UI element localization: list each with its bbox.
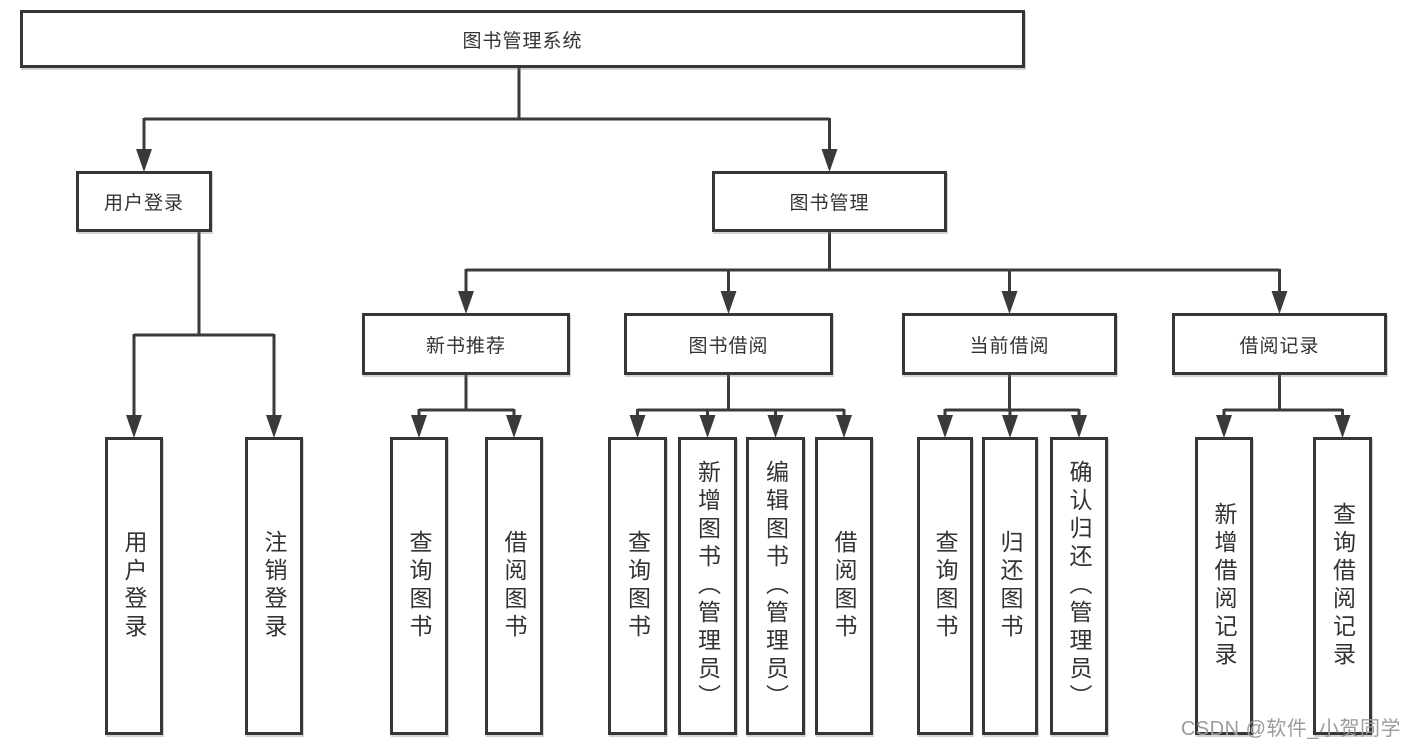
node-label-root: 图书管理系统	[462, 30, 583, 52]
node-leaf-query-borrow-record: 查询借阅记录	[1313, 437, 1372, 735]
node-borrow-records: 借阅记录	[1172, 313, 1387, 375]
node-leaf-edit-books: 编辑图书（管理员）	[746, 437, 805, 735]
node-label-leaf-confirm-return: 确认归还（管理员）	[1066, 460, 1092, 712]
node-leaf-query-books-2: 查询图书	[608, 437, 667, 735]
node-label-leaf-user-login: 用户登录	[121, 530, 147, 642]
node-label-borrow-records: 借阅记录	[1239, 335, 1320, 357]
node-label-leaf-query-books-1: 查询图书	[406, 530, 432, 642]
node-leaf-borrow-books-1: 借阅图书	[485, 437, 543, 735]
node-label-current-borrow: 当前借阅	[969, 335, 1050, 357]
node-label-leaf-return-books: 归还图书	[997, 530, 1023, 642]
node-label-leaf-borrow-books-2: 借阅图书	[831, 530, 857, 642]
node-label-leaf-borrow-books-1: 借阅图书	[501, 530, 527, 642]
node-leaf-return-books: 归还图书	[982, 437, 1038, 735]
node-leaf-query-books-1: 查询图书	[390, 437, 448, 735]
node-leaf-add-borrow-record: 新增借阅记录	[1195, 437, 1253, 735]
node-leaf-user-login: 用户登录	[105, 437, 163, 735]
node-label-leaf-add-borrow-record: 新增借阅记录	[1211, 502, 1237, 670]
node-leaf-confirm-return: 确认归还（管理员）	[1050, 437, 1108, 735]
node-label-user-login: 用户登录	[103, 193, 184, 214]
node-label-book-borrow: 图书借阅	[688, 335, 769, 357]
node-label-leaf-add-books: 新增图书（管理员）	[694, 460, 721, 712]
node-label-leaf-query-borrow-record: 查询借阅记录	[1329, 502, 1356, 670]
watermark: CSDN @软件_小贺同学	[1180, 718, 1401, 740]
node-current-borrow: 当前借阅	[902, 313, 1117, 375]
node-leaf-query-books-3: 查询图书	[917, 437, 973, 735]
node-book-mgmt: 图书管理	[712, 171, 947, 232]
node-leaf-add-books: 新增图书（管理员）	[678, 437, 737, 735]
node-label-leaf-edit-books: 编辑图书（管理员）	[762, 460, 789, 712]
node-book-borrow: 图书借阅	[624, 313, 833, 375]
node-new-book-rec: 新书推荐	[362, 313, 570, 375]
node-label-book-mgmt: 图书管理	[789, 193, 870, 214]
node-user-login: 用户登录	[76, 171, 212, 232]
node-label-leaf-query-books-3: 查询图书	[932, 530, 958, 642]
node-leaf-logout: 注销登录	[245, 437, 303, 735]
node-label-new-book-rec: 新书推荐	[425, 335, 506, 357]
node-root: 图书管理系统	[20, 10, 1025, 68]
node-label-leaf-query-books-2: 查询图书	[624, 530, 651, 642]
node-label-leaf-logout: 注销登录	[261, 530, 287, 642]
node-leaf-borrow-books-2: 借阅图书	[815, 437, 873, 735]
